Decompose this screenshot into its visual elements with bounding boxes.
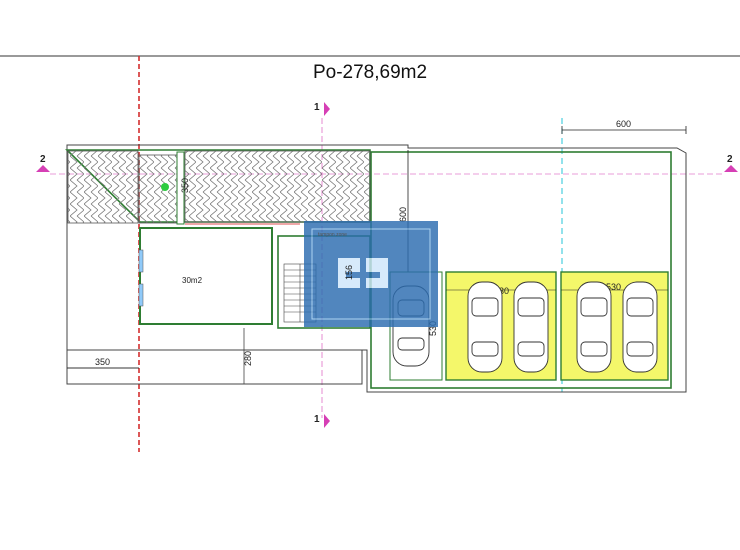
dim-600-vert: 600	[398, 207, 408, 222]
dim-600-top: 600	[616, 119, 631, 129]
logo-watermark	[304, 221, 438, 327]
dim-350-small: 350	[180, 178, 190, 193]
room-label-30m2: 30m2	[182, 276, 203, 285]
plan-title: Po-278,69m2	[312, 62, 428, 83]
dim-530-vert: 530	[428, 321, 438, 336]
dim-280: 280	[243, 351, 253, 366]
dim-156: 156	[344, 265, 354, 280]
window-left	[138, 249, 144, 273]
car-icon	[622, 281, 658, 373]
plant-icon	[161, 183, 169, 191]
site-outline	[66, 144, 687, 393]
section-label-1-top: 1	[314, 102, 320, 113]
section-marker-1-bottom-icon	[324, 414, 330, 428]
section-label-2-right: 2	[727, 154, 733, 165]
terrace-divider	[176, 151, 185, 225]
car-icon	[576, 281, 612, 373]
section-marker-2-left-icon	[36, 165, 50, 172]
hatched-terrace-main	[184, 150, 371, 223]
tampon-zone-label: tampon zone	[318, 232, 347, 238]
section-label-2-left: 2	[40, 154, 46, 165]
dim-350-left: 350	[95, 357, 110, 367]
hatched-terrace-small	[138, 154, 178, 224]
room-30m2-walls	[139, 227, 273, 325]
section-label-1-bottom: 1	[314, 414, 320, 425]
section-marker-2-right-icon	[724, 165, 738, 172]
dim-530-b: 530	[606, 282, 621, 292]
window-left-2	[138, 283, 144, 307]
car-icon	[513, 281, 549, 373]
hatched-terrace-left	[67, 150, 139, 224]
car-icon	[467, 281, 503, 373]
section-marker-1-top-icon	[324, 102, 330, 116]
